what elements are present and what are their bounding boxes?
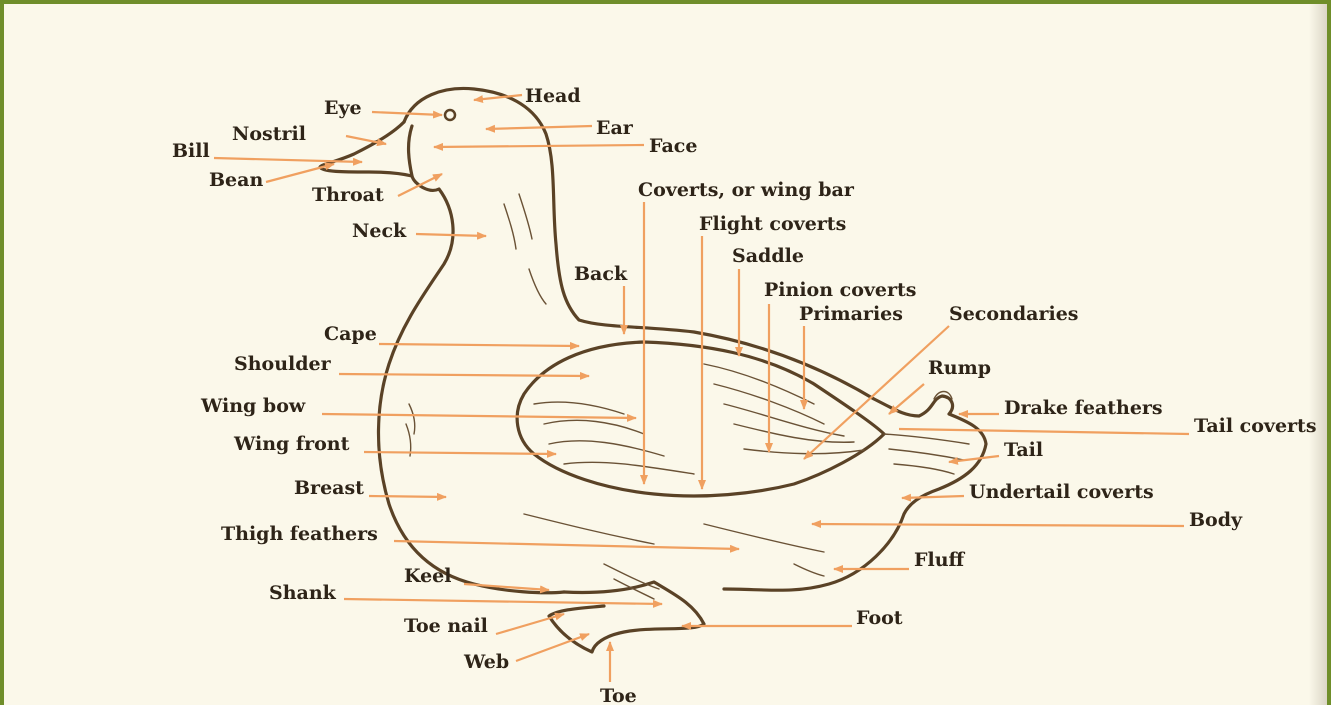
feather-texture <box>406 194 969 599</box>
duck-wing-outline <box>517 342 884 496</box>
label-back: Back <box>574 263 628 285</box>
label-wing-bow: Wing bow <box>200 395 306 417</box>
label-shoulder: Shoulder <box>234 353 332 375</box>
duck-foot-outline <box>549 582 704 652</box>
label-ear: Ear <box>596 117 634 139</box>
label-wing-front: Wing front <box>233 433 350 455</box>
arrow-web <box>516 634 589 661</box>
arrow-ear <box>486 126 592 129</box>
label-web: Web <box>463 651 509 673</box>
labels: Head Eye Ear Face Nostril Bill Bean Thro… <box>172 85 1317 705</box>
duck-throat-outline <box>378 176 564 593</box>
arrow-thigh-feathers <box>394 541 739 549</box>
arrow-cape <box>379 344 579 346</box>
page-edge-shadow <box>1309 4 1327 705</box>
label-bean: Bean <box>209 169 263 191</box>
arrow-eye <box>372 112 442 115</box>
label-toe-nail: Toe nail <box>404 615 488 637</box>
label-tail: Tail <box>1004 439 1043 461</box>
arrow-throat <box>398 174 442 196</box>
label-flight-coverts: Flight coverts <box>699 213 846 235</box>
label-foot: Foot <box>856 607 903 629</box>
duck-anatomy-diagram: Head Eye Ear Face Nostril Bill Bean Thro… <box>4 4 1331 705</box>
label-saddle: Saddle <box>732 245 804 267</box>
label-rump: Rump <box>928 357 991 379</box>
label-face: Face <box>649 135 697 157</box>
label-shank: Shank <box>269 582 337 604</box>
arrow-wing-front <box>364 452 556 454</box>
label-coverts: Coverts, or wing bar <box>638 179 855 201</box>
arrow-face <box>434 145 644 147</box>
label-throat: Throat <box>312 184 384 206</box>
label-cape: Cape <box>324 323 377 345</box>
label-tail-coverts: Tail coverts <box>1194 415 1317 437</box>
arrow-wing-bow <box>322 414 636 418</box>
label-primaries: Primaries <box>799 303 903 325</box>
arrow-undertail-coverts <box>902 496 964 498</box>
label-fluff: Fluff <box>914 549 966 571</box>
label-body: Body <box>1189 509 1243 531</box>
arrow-breast <box>369 496 446 497</box>
label-bill: Bill <box>172 140 210 162</box>
label-secondaries: Secondaries <box>949 303 1078 325</box>
arrow-bean <box>266 164 334 182</box>
arrow-body <box>812 524 1184 526</box>
label-keel: Keel <box>404 565 452 587</box>
label-neck: Neck <box>352 220 407 242</box>
label-pinion-coverts: Pinion coverts <box>764 279 917 301</box>
arrow-shoulder <box>339 374 589 376</box>
label-breast: Breast <box>294 477 364 499</box>
label-thigh-feathers: Thigh feathers <box>221 523 378 545</box>
duck-head-neck-outline <box>404 88 986 590</box>
duck-eye <box>445 110 455 120</box>
label-eye: Eye <box>324 97 362 119</box>
arrow-neck <box>416 234 486 236</box>
duck-bill-outline <box>320 122 412 176</box>
arrow-shank <box>344 599 662 604</box>
arrow-rump <box>889 384 924 414</box>
label-toe: Toe <box>600 685 637 705</box>
label-undertail-coverts: Undertail coverts <box>969 481 1154 503</box>
label-nostril: Nostril <box>232 123 306 145</box>
label-head: Head <box>525 85 581 107</box>
label-drake-feathers: Drake feathers <box>1004 397 1163 419</box>
arrow-tail-coverts <box>899 429 1189 434</box>
